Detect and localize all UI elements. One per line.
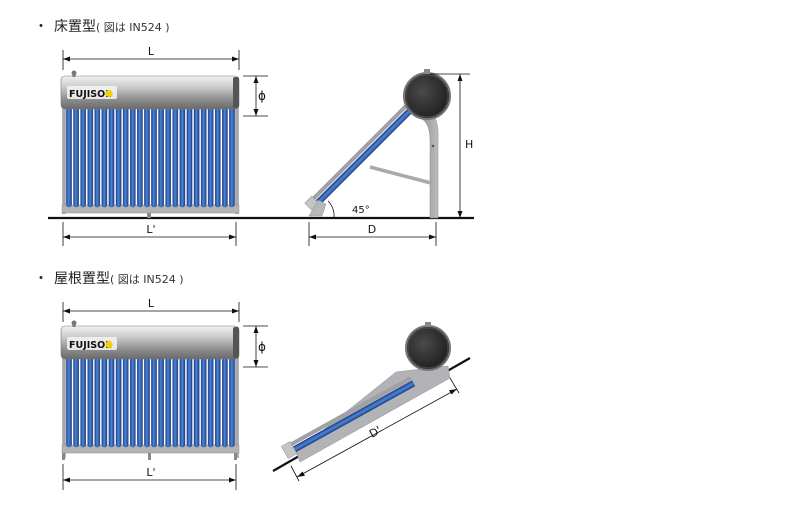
vacuum-tube bbox=[172, 103, 179, 208]
vacuum-tube bbox=[200, 353, 207, 448]
label-H: H bbox=[465, 138, 473, 151]
dim-L-roof: L bbox=[62, 297, 240, 322]
label-L-roof: L bbox=[148, 297, 155, 310]
vacuum-tube bbox=[101, 353, 108, 448]
vacuum-tube bbox=[137, 353, 143, 448]
vacuum-tube bbox=[151, 353, 157, 448]
vacuum-tube bbox=[108, 353, 115, 448]
brand-logo-roof: FUJISOL bbox=[69, 340, 111, 351]
floor-type-heading: ・床置型( 図は IN524 ) bbox=[34, 19, 170, 35]
vacuum-tube bbox=[165, 353, 172, 448]
vacuum-tube bbox=[229, 103, 235, 208]
dim-D: D bbox=[308, 222, 437, 246]
roof-front-frame bbox=[61, 358, 240, 460]
vacuum-tube bbox=[80, 353, 86, 448]
label-angle: 45° bbox=[352, 205, 370, 216]
dim-L-floor: L bbox=[62, 45, 240, 70]
roof-type-note: ( 図は IN524 ) bbox=[110, 273, 184, 286]
floor-type-note: ( 図は IN524 ) bbox=[96, 21, 170, 34]
dim-Lp-roof: L' bbox=[62, 464, 237, 490]
label-D: D bbox=[368, 223, 376, 236]
vacuum-tube bbox=[214, 103, 221, 208]
vacuum-tube bbox=[222, 103, 228, 208]
vacuum-tube bbox=[151, 103, 157, 208]
vacuum-tube bbox=[144, 353, 150, 448]
vacuum-tube bbox=[229, 353, 235, 448]
valve-icon-side bbox=[424, 69, 430, 74]
logo-sun-icon-roof bbox=[105, 340, 113, 349]
roof-front-view: L FUJISOL ϕ bbox=[60, 297, 268, 490]
vacuum-tube bbox=[158, 353, 164, 448]
logo-sun-icon bbox=[105, 89, 113, 98]
dim-phi-roof: ϕ bbox=[243, 325, 268, 368]
vacuum-tube bbox=[108, 103, 115, 208]
vacuum-tube bbox=[115, 103, 122, 208]
vacuum-tube bbox=[101, 103, 108, 208]
vacuum-tube bbox=[214, 353, 221, 448]
vacuum-tube bbox=[144, 103, 150, 208]
roof-type-heading: ・屋根置型( 図は IN524 ) bbox=[34, 271, 184, 287]
vacuum-tube bbox=[122, 103, 129, 208]
vacuum-tube bbox=[165, 103, 172, 208]
roof-side-view: D' bbox=[272, 322, 471, 482]
vacuum-tube bbox=[94, 353, 101, 448]
vacuum-tube bbox=[94, 103, 101, 208]
label-phi-floor: ϕ bbox=[258, 89, 266, 103]
floor-type-title: 床置型 bbox=[54, 19, 96, 35]
vacuum-tube bbox=[222, 353, 228, 448]
label-Dp: D' bbox=[367, 424, 383, 441]
label-phi-roof: ϕ bbox=[258, 340, 266, 354]
label-Lp-roof: L' bbox=[146, 466, 155, 479]
vacuum-tube bbox=[186, 353, 193, 448]
roof-type-title: 屋根置型 bbox=[54, 271, 110, 287]
dim-phi-floor: ϕ bbox=[243, 75, 268, 117]
vacuum-tube bbox=[73, 103, 79, 208]
vacuum-tube bbox=[73, 353, 79, 448]
vacuum-tube bbox=[66, 103, 72, 208]
vacuum-tube bbox=[172, 353, 179, 448]
floor-front-view: L FUJISOL ϕ bbox=[60, 45, 268, 246]
vacuum-tube bbox=[122, 353, 129, 448]
vacuum-tube bbox=[129, 103, 136, 208]
dim-Lp-floor: L' bbox=[62, 222, 237, 246]
vacuum-tube bbox=[129, 353, 136, 448]
front-tank: FUJISOL bbox=[60, 70, 240, 110]
roof-front-tank: FUJISOL bbox=[60, 320, 240, 360]
label-Lp-floor: L' bbox=[146, 223, 155, 236]
vacuum-tube bbox=[87, 353, 94, 448]
vacuum-tube bbox=[158, 103, 164, 208]
dim-H: H bbox=[430, 73, 473, 218]
front-tube-array bbox=[66, 103, 235, 208]
vacuum-tube bbox=[200, 103, 207, 208]
vacuum-tube bbox=[193, 353, 200, 448]
vacuum-tube bbox=[80, 103, 86, 208]
valve-icon-roof-side bbox=[425, 322, 431, 327]
vacuum-tube bbox=[193, 103, 200, 208]
label-L-floor: L bbox=[148, 45, 155, 58]
vacuum-tube bbox=[137, 103, 143, 208]
vacuum-tube bbox=[179, 103, 186, 208]
vacuum-tube bbox=[207, 103, 214, 208]
roof-tube-array bbox=[66, 353, 235, 448]
vacuum-tube bbox=[186, 103, 193, 208]
dim-Dp: D' bbox=[290, 377, 460, 482]
floor-side-view: 45° H D bbox=[304, 69, 473, 246]
brand-logo-floor: FUJISOL bbox=[69, 89, 111, 100]
vacuum-tube bbox=[66, 353, 72, 448]
vacuum-tube bbox=[115, 353, 122, 448]
vacuum-tube bbox=[179, 353, 186, 448]
vacuum-tube bbox=[87, 103, 94, 208]
vacuum-tube bbox=[207, 353, 214, 448]
